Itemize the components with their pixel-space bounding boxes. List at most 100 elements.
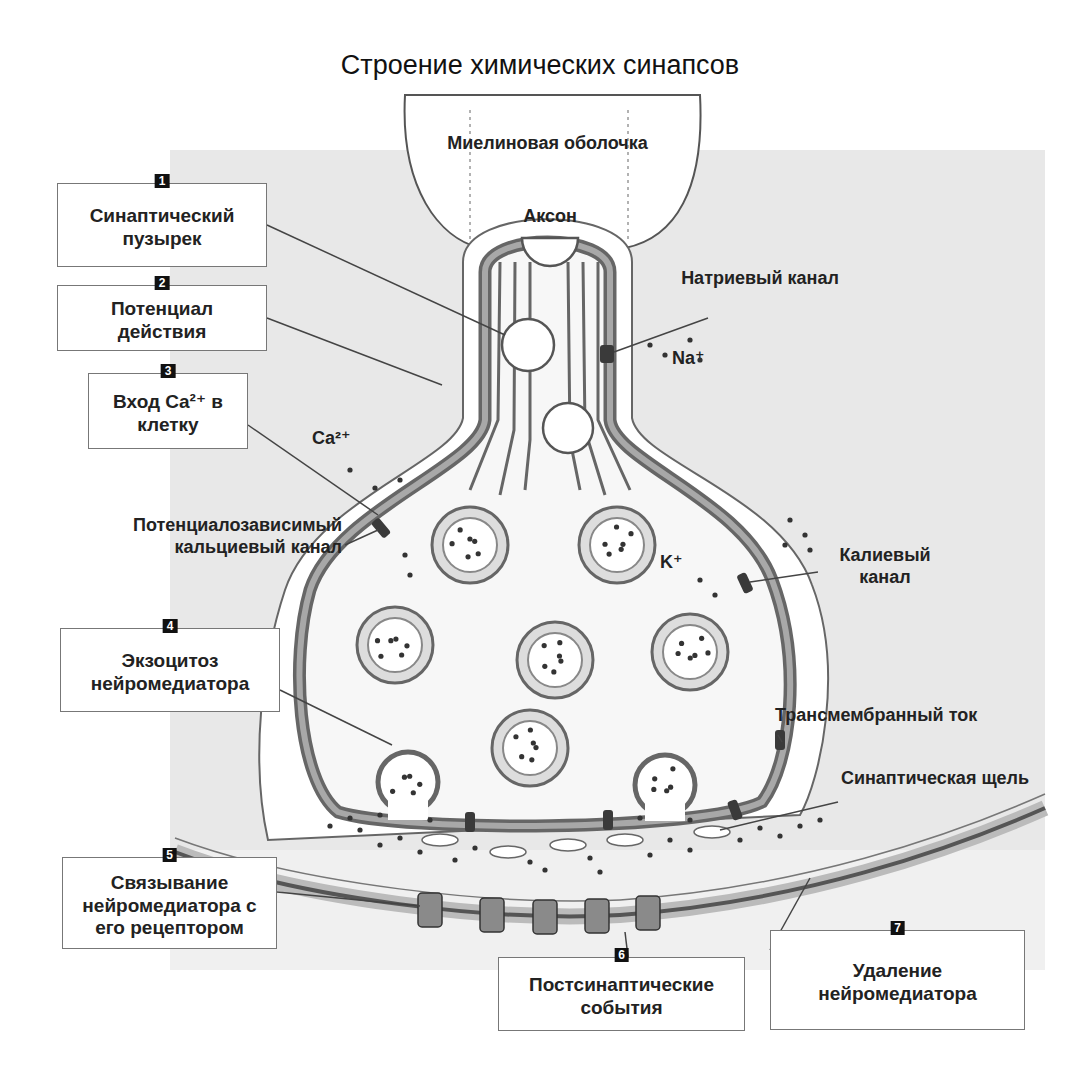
part-label: Трансмембранный ток bbox=[775, 705, 1015, 727]
molecule-dot bbox=[712, 592, 717, 597]
receptors bbox=[418, 893, 660, 934]
callout-text: Экзоцитоз нейромедиатора bbox=[61, 644, 279, 696]
molecule-dot bbox=[551, 669, 556, 674]
molecule-dot bbox=[667, 837, 672, 842]
molecule-dot bbox=[705, 650, 710, 655]
part-label: Натриевый канал bbox=[680, 268, 840, 290]
part-label: Калиевый канал bbox=[820, 545, 950, 589]
molecule-dot bbox=[397, 477, 402, 482]
callout-number: 6 bbox=[614, 948, 629, 962]
molecule-dot bbox=[393, 636, 398, 641]
callout-box: 1Синаптический пузырек bbox=[57, 183, 267, 267]
microtubule bbox=[568, 262, 580, 490]
molecule-dot bbox=[528, 727, 533, 732]
myelin-sheath bbox=[405, 95, 701, 248]
presynaptic-membrane bbox=[299, 242, 790, 826]
molecule-dot bbox=[668, 785, 673, 790]
molecule-dot bbox=[513, 734, 518, 739]
molecule-dot bbox=[378, 654, 383, 659]
molecule-dot bbox=[777, 833, 782, 838]
synaptic-vesicle bbox=[663, 625, 717, 679]
exocytosis-opening bbox=[388, 800, 428, 820]
callout-text: Связывание нейромедиатора с его рецептор… bbox=[63, 866, 276, 940]
receptor bbox=[533, 900, 557, 934]
leader-line bbox=[614, 318, 708, 352]
molecule-dot bbox=[787, 517, 792, 522]
receptor bbox=[480, 898, 504, 932]
molecule-dot bbox=[687, 817, 692, 822]
callout-box: 5Связывание нейромедиатора с его рецепто… bbox=[62, 857, 277, 949]
cleft-oval bbox=[550, 839, 586, 851]
molecule-dot bbox=[476, 551, 481, 556]
synaptic-vesicle bbox=[517, 622, 593, 698]
molecule-dot bbox=[390, 789, 395, 794]
molecule-dot bbox=[587, 855, 592, 860]
molecule-dot bbox=[614, 524, 619, 529]
molecule-dot bbox=[472, 539, 477, 544]
molecule-dot bbox=[647, 852, 652, 857]
molecule-dot bbox=[662, 352, 667, 357]
ion-channels bbox=[371, 345, 785, 832]
molecule-dot bbox=[692, 653, 697, 658]
callout-text: Потенциал действия bbox=[58, 292, 266, 344]
synaptic-vesicle bbox=[368, 618, 422, 672]
receptor bbox=[636, 896, 660, 930]
callout-box: 2Потенциал действия bbox=[57, 285, 267, 351]
ion-channel bbox=[775, 730, 785, 750]
molecule-dot bbox=[647, 342, 652, 347]
molecule-dot bbox=[458, 527, 463, 532]
microtubule bbox=[525, 262, 530, 490]
molecule-dot bbox=[687, 337, 692, 342]
molecule-dot bbox=[757, 825, 762, 830]
synaptic-vesicle bbox=[543, 403, 593, 453]
molecule-dot bbox=[602, 542, 607, 547]
molecule-dot bbox=[529, 757, 534, 762]
neurotransmitter-dots bbox=[327, 337, 822, 874]
molecule-dot bbox=[417, 849, 422, 854]
leader-line bbox=[280, 690, 392, 745]
ion-channel bbox=[603, 810, 613, 830]
microtubule bbox=[598, 262, 630, 490]
molecule-dot bbox=[467, 536, 472, 541]
molecule-dot bbox=[597, 869, 602, 874]
microtubule bbox=[583, 262, 605, 495]
molecule-dot bbox=[472, 845, 477, 850]
synaptic-vesicle bbox=[503, 721, 557, 775]
molecule-dot bbox=[782, 542, 787, 547]
leader-line bbox=[277, 892, 420, 906]
molecule-dot bbox=[619, 547, 624, 552]
ion-channel bbox=[465, 812, 475, 832]
leader-line bbox=[750, 572, 818, 582]
callout-number: 4 bbox=[163, 619, 178, 633]
callout-text: Вход Ca²⁺ в клетку bbox=[89, 385, 247, 437]
callout-text: Удаление нейромедиатора bbox=[771, 954, 1024, 1006]
molecule-dot bbox=[388, 638, 393, 643]
diagram-title: Строение химических синапсов bbox=[0, 50, 1080, 81]
part-label: Аксон bbox=[480, 206, 620, 228]
synaptic-vesicle bbox=[443, 518, 497, 572]
molecule-dot bbox=[699, 636, 704, 641]
molecule-dot bbox=[637, 815, 642, 820]
molecule-dot bbox=[402, 775, 407, 780]
part-label: Потенциалозависимый кальциевый канал bbox=[40, 515, 342, 559]
molecule-dot bbox=[377, 842, 382, 847]
molecule-dot bbox=[807, 547, 812, 552]
presynaptic-membrane bbox=[299, 242, 790, 826]
molecule-dot bbox=[620, 542, 625, 547]
molecule-dot bbox=[628, 531, 633, 536]
callout-number: 3 bbox=[161, 364, 176, 378]
callout-number: 7 bbox=[890, 921, 905, 935]
molecule-dot bbox=[679, 641, 684, 646]
callout-text: Постсинаптические события bbox=[499, 968, 744, 1020]
molecule-dot bbox=[652, 776, 657, 781]
molecule-dot bbox=[357, 827, 362, 832]
part-label: Миелиновая оболочка bbox=[430, 133, 665, 155]
molecule-dot bbox=[542, 643, 547, 648]
leader-line bbox=[720, 802, 838, 830]
potassium-channel bbox=[736, 572, 754, 594]
leader-lines bbox=[248, 225, 838, 957]
microtubule bbox=[500, 262, 515, 495]
synaptic-vesicle bbox=[522, 238, 578, 266]
molecule-dot bbox=[402, 552, 407, 557]
synaptic-vesicle bbox=[432, 507, 508, 583]
